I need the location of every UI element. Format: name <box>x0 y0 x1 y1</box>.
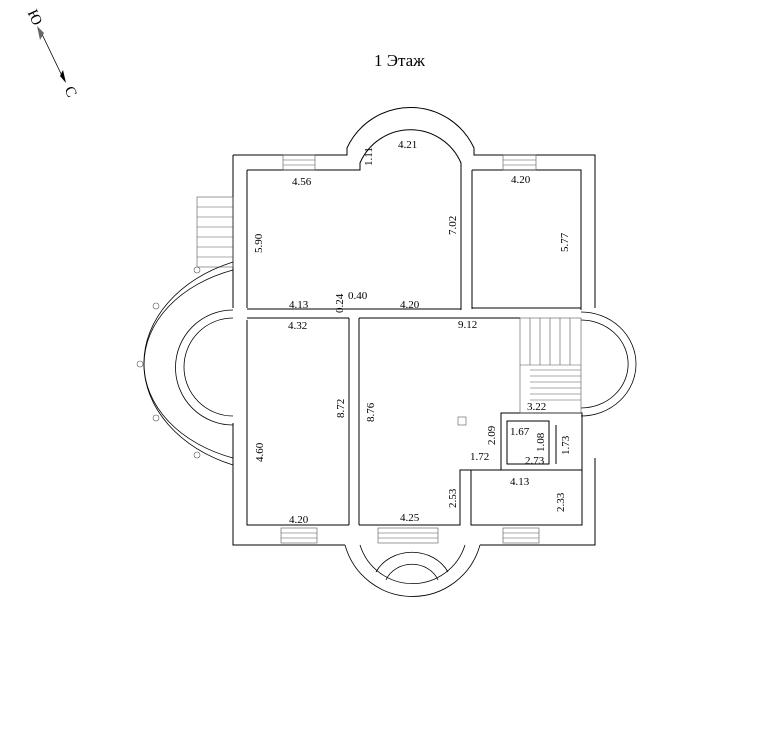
outer-walls <box>232 107 596 546</box>
left-entrance-stairs <box>196 196 234 268</box>
dim-label: 2.53 <box>447 488 459 508</box>
left-terrace <box>136 261 234 466</box>
dim-label: 1.67 <box>510 426 530 438</box>
compass-north-label: Ю <box>24 7 45 28</box>
dim-label: 2.09 <box>486 425 498 445</box>
dim-label: 2.73 <box>525 455 545 467</box>
dim-label: 0.40 <box>348 290 368 302</box>
dim-label: 4.60 <box>254 442 266 462</box>
dim-label: 8.76 <box>365 402 377 422</box>
dim-label: 4.13 <box>510 476 530 488</box>
dim-label: 3.22 <box>527 401 546 413</box>
dim-label: 4.20 <box>289 514 309 526</box>
dim-label: 8.72 <box>335 399 347 418</box>
compass-arrow <box>37 26 66 83</box>
dim-label: 4.25 <box>400 512 420 524</box>
page-title: 1 Этаж <box>374 51 425 70</box>
dim-label: 4.56 <box>292 176 312 188</box>
dim-label: 1.08 <box>535 432 547 452</box>
dim-label: 4.20 <box>511 174 531 186</box>
dim-label: 5.90 <box>253 233 265 253</box>
main-staircase <box>519 317 582 414</box>
compass-south-label: С <box>61 84 80 100</box>
dim-label: 7.02 <box>447 216 459 235</box>
dim-label: 1.72 <box>470 451 489 463</box>
dim-label: 9.12 <box>458 319 477 331</box>
interior-walls <box>247 170 583 525</box>
dim-label: 4.32 <box>288 320 307 332</box>
front-porch <box>344 544 481 597</box>
dim-label: 5.77 <box>559 232 571 252</box>
dim-label: 1.11 <box>363 147 375 166</box>
windows <box>280 154 540 544</box>
dim-label: 4.21 <box>398 139 417 151</box>
dim-label: 0.24 <box>334 293 346 313</box>
dim-label: 1.73 <box>560 435 572 455</box>
dim-label: 4.20 <box>400 299 420 311</box>
dim-label: 4.13 <box>289 299 309 311</box>
dim-label: 2.33 <box>555 492 567 512</box>
right-bay <box>580 311 637 417</box>
column-marker <box>457 416 467 426</box>
